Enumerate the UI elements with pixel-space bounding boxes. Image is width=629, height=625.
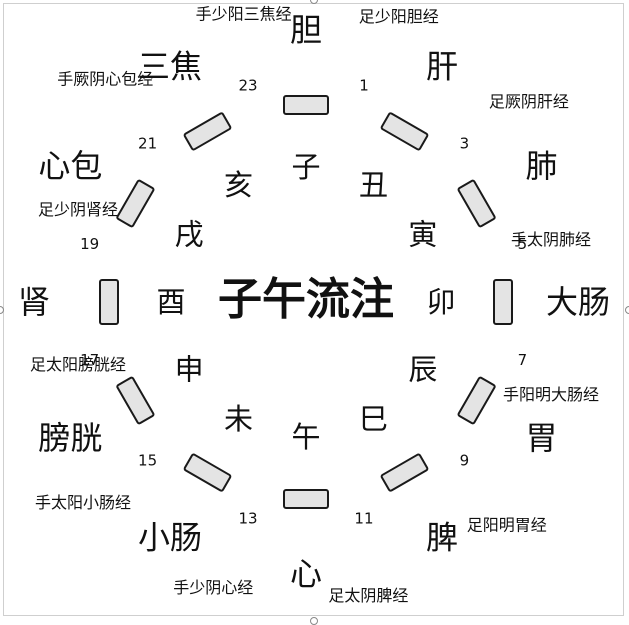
time-slot-9: [99, 279, 119, 325]
hour-label: 11: [354, 509, 373, 527]
hour-label: 23: [238, 77, 257, 95]
channel-label: 手少阳三焦经: [196, 5, 292, 24]
time-slot-8: [116, 376, 155, 425]
organ-label: 三焦: [138, 47, 202, 85]
branch-label: 午: [291, 420, 320, 454]
channel-label: 手厥阴心包经: [57, 70, 153, 89]
channel-label: 手阳明大肠经: [503, 385, 599, 404]
time-slot-7: [183, 453, 232, 492]
branch-label: 未: [224, 402, 253, 436]
hour-label: 19: [80, 235, 99, 253]
organ-label: 大肠: [546, 283, 610, 321]
branch-label: 酉: [156, 285, 185, 319]
hour-label: 13: [238, 509, 257, 527]
time-slot-11: [183, 112, 232, 151]
time-slot-4: [457, 376, 496, 425]
channel-label: 手太阳小肠经: [35, 493, 131, 512]
hour-label: 1: [359, 77, 369, 95]
channel-label: 足厥阴肝经: [489, 92, 569, 111]
organ-label: 肝: [426, 47, 458, 85]
channel-label: 足太阴脾经: [328, 586, 408, 605]
organ-label: 胃: [526, 419, 558, 457]
organ-label: 小肠: [138, 519, 202, 557]
channel-label: 足太阳膀胱经: [30, 355, 126, 374]
branch-label: 子: [291, 150, 320, 184]
right-resize-handle[interactable]: [625, 306, 629, 314]
hour-label: 7: [518, 351, 528, 369]
organ-label: 膀胱: [38, 419, 102, 457]
branch-label: 戌: [175, 218, 204, 252]
time-slot-1: [380, 112, 429, 151]
hour-label: 9: [460, 451, 470, 469]
time-slot-3: [493, 279, 513, 325]
branch-label: 卯: [426, 285, 455, 319]
channel-label: 足少阴肾经: [38, 200, 118, 219]
organ-label: 心: [290, 555, 322, 593]
channel-label: 足少阳胆经: [359, 7, 439, 26]
branch-label: 亥: [224, 168, 253, 202]
time-slot-5: [380, 453, 429, 492]
time-slot-6: [283, 489, 329, 509]
time-slot-2: [457, 179, 496, 228]
diagram-title: 子午流注: [218, 274, 394, 325]
hour-label: 15: [138, 451, 157, 469]
branch-label: 寅: [408, 218, 437, 252]
time-slot-0: [283, 95, 329, 115]
organ-label: 胆: [290, 11, 322, 49]
channel-label: 手少阴心经: [173, 578, 253, 597]
time-slot-10: [116, 179, 155, 228]
branch-label: 辰: [408, 353, 437, 387]
channel-label: 手太阴肺经: [511, 230, 591, 249]
time-ring: [99, 95, 513, 509]
branch-label: 巳: [359, 402, 388, 436]
hour-label: 17: [80, 351, 99, 369]
organ-label: 脾: [426, 519, 458, 557]
channel-label: 足阳明胃经: [467, 515, 547, 534]
organ-label: 肺: [526, 147, 558, 185]
organ-label: 肾: [18, 283, 50, 321]
hour-label: 3: [460, 135, 470, 153]
branch-label: 申: [175, 353, 204, 387]
branch-label: 丑: [359, 168, 388, 202]
organ-label: 心包: [38, 147, 102, 185]
hour-label: 21: [138, 135, 157, 153]
hour-label: 5: [518, 235, 528, 253]
